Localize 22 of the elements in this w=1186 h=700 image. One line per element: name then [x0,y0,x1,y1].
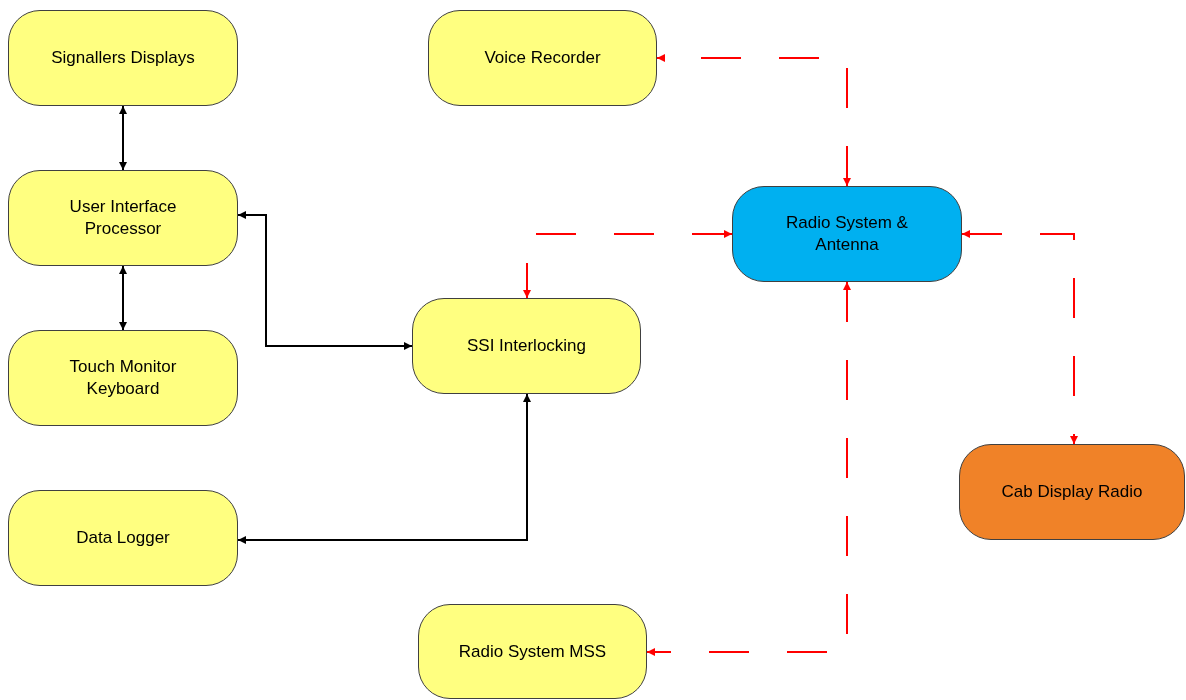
connector-arrow [237,393,531,544]
connector-arrow [237,211,413,350]
node-label: Radio System & Antenna [785,212,909,256]
node-label: Signallers Displays [51,47,195,69]
rounded-box [8,490,238,586]
rounded-box [8,10,238,106]
node-label: User Interface Processor [68,196,178,240]
rounded-box [732,186,962,282]
connector-arrow [119,265,127,331]
node-label: Voice Recorder [484,47,601,69]
connector-arrow [119,105,127,171]
rounded-box [959,444,1185,540]
rounded-box [418,604,647,699]
rounded-box [8,330,238,426]
rounded-box [8,170,238,266]
node-label: SSI Interlocking [466,335,587,357]
rounded-box [412,298,641,394]
node-label: Data Logger [76,527,170,549]
node-label: Cab Display Radio [1001,481,1143,503]
rounded-box [428,10,657,106]
node-label: Radio System MSS [458,640,607,663]
node-label: Touch Monitor Keyboard [68,356,178,400]
